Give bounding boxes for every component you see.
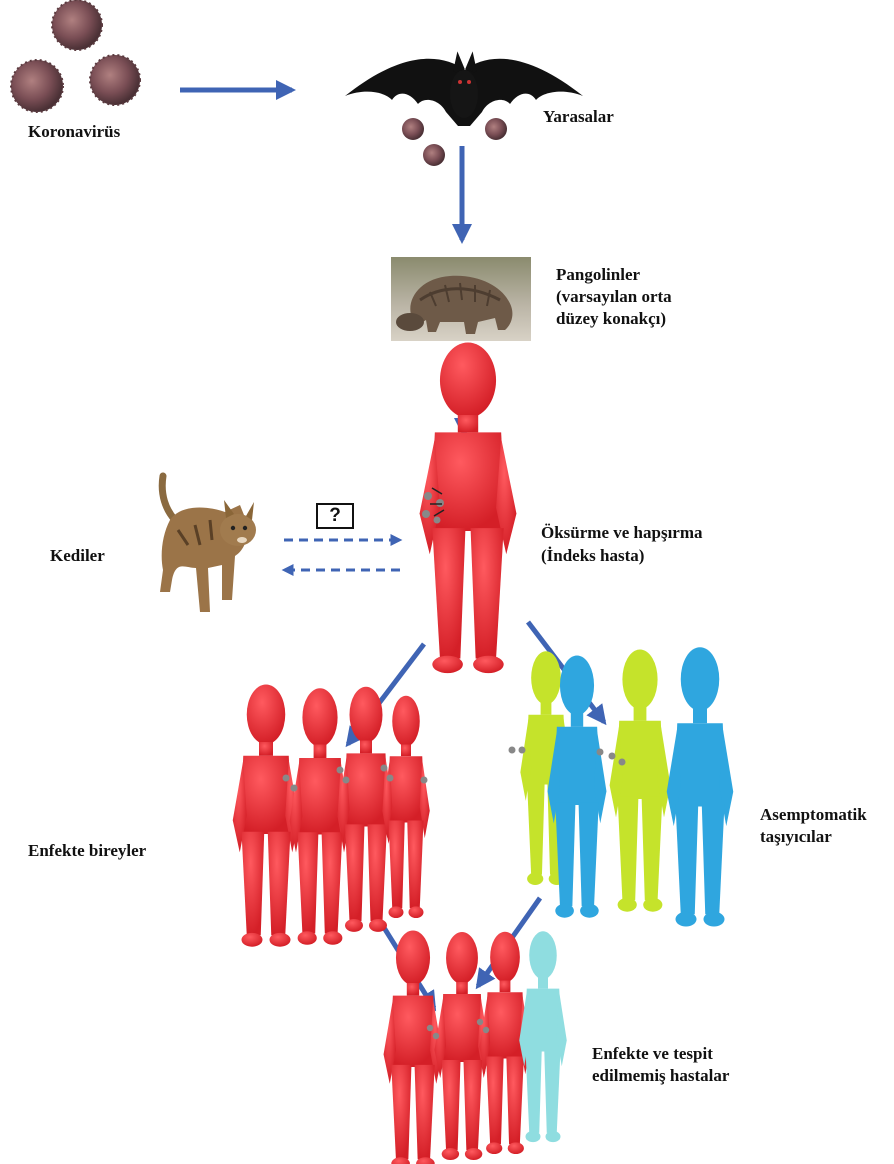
label-asymptomatic-line1: Asemptomatik [760,805,867,824]
unknown-transmission-box: ? [316,503,354,529]
label-pangolins-line1: Pangolinler [556,265,641,284]
droplet-icon [426,1018,490,1040]
label-cats: Kediler [50,546,105,565]
cat-icon [158,472,256,612]
label-pangolins-line3: düzey konakçı) [556,309,667,328]
virus-icon [51,0,103,51]
label-index-line2: (İndeks hasta) [541,546,645,565]
index-patient-figure [419,342,517,674]
undetected-group [383,930,567,1164]
bat-virus-particles [402,118,507,166]
coronavirus-cluster [10,0,141,113]
cough-droplets [422,492,444,524]
virus-icon [10,59,64,113]
label-bats: Yarasalar [543,107,614,126]
droplet-icon [282,764,428,792]
pangolin-icon [391,257,531,341]
infected-group [232,684,430,947]
label-coronavirus: Koronavirüs [28,122,121,141]
virus-icon [89,54,141,106]
bat-icon [345,51,583,126]
label-undetected-line1: Enfekte ve tespit [592,1044,713,1063]
label-undetected-line2: edilmemiş hastalar [592,1066,730,1085]
label-index-line1: Öksürme ve hapşırma [541,523,703,542]
label-asymptomatic-line2: taşıyıcılar [760,827,832,846]
droplet-icon [508,746,626,766]
label-infected: Enfekte bireyler [28,841,147,860]
label-pangolins-line2: (varsayılan orta [556,287,672,306]
asymptomatic-group [508,647,734,927]
